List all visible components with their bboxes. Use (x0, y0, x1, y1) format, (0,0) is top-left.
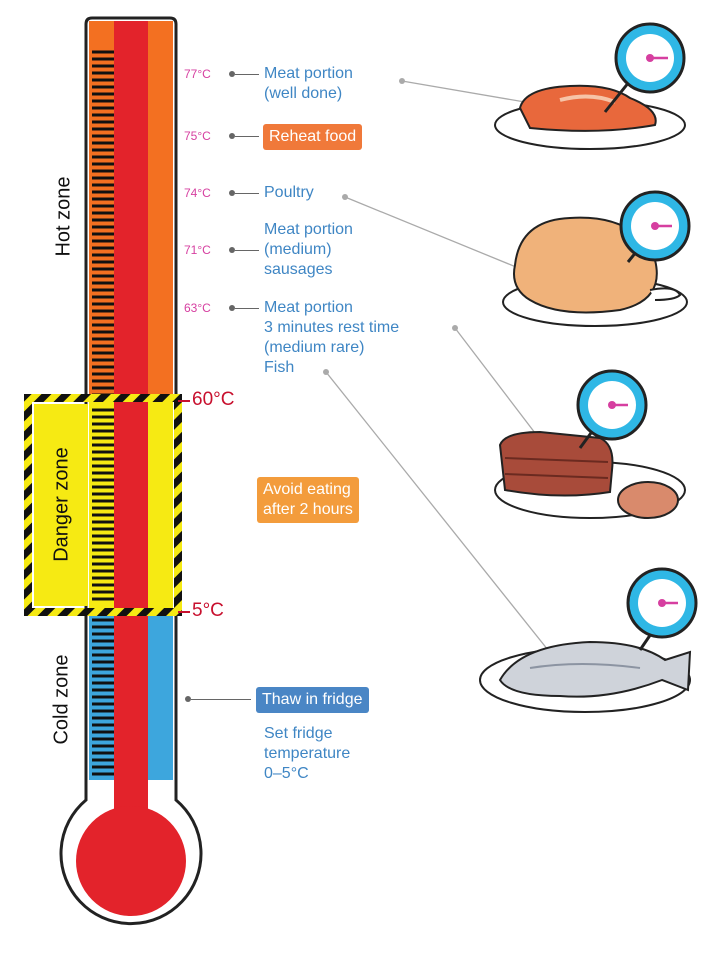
threshold-60: 60°C (192, 389, 235, 410)
label-poultry: Poultry (264, 184, 314, 201)
danger-label-panel (34, 404, 88, 606)
danger-frame (24, 394, 182, 616)
label-meat-rare-2: 3 minutes rest time (264, 319, 400, 336)
label-meat-well-done-2: (well done) (264, 85, 343, 102)
avoid-eating-line-2: after 2 hours (263, 501, 353, 518)
beef-illustration (494, 369, 686, 519)
avoid-eating-line-1: Avoid eating (263, 481, 351, 498)
avoid-eating-note: Avoid eating after 2 hours (257, 477, 359, 523)
temp-75: 75°C (184, 129, 211, 143)
label-meat-medium-1: Meat portion (264, 221, 353, 238)
label-sausages: sausages (264, 261, 333, 278)
leader-fish (325, 371, 549, 651)
hot-ticks (92, 50, 114, 397)
steak-illustration (494, 22, 686, 150)
danger-ticks (92, 408, 114, 601)
hot-zone-label: Hot zone (52, 176, 75, 257)
mercury-column (114, 21, 148, 821)
fridge-line-2: temperature (264, 745, 351, 762)
fridge-line-1: Set fridge (264, 725, 333, 742)
thaw-in-fridge-badge: Thaw in fridge (256, 687, 369, 713)
label-meat-rare-3: (medium rare) (264, 339, 365, 356)
chicken-illustration (502, 190, 691, 327)
label-meat-medium-2: (medium) (264, 241, 332, 258)
cold-ticks (92, 618, 114, 776)
temp-63: 63°C (184, 301, 211, 315)
label-meat-rare-1: Meat portion (264, 299, 353, 316)
cold-zone-label: Cold zone (50, 654, 73, 745)
fridge-line-3: 0–5°C (264, 765, 309, 782)
temp-77: 77°C (184, 67, 211, 81)
label-meat-well-done-1: Meat portion (264, 65, 353, 82)
label-fish: Fish (264, 359, 295, 376)
temp-74: 74°C (184, 186, 211, 200)
leader-beef (454, 327, 549, 451)
temp-71: 71°C (184, 243, 211, 257)
mercury-bulb (76, 806, 186, 916)
reheat-food-badge: Reheat food (263, 124, 363, 150)
threshold-5: 5°C (192, 600, 224, 621)
danger-zone-label: Danger zone (50, 447, 73, 562)
fish-illustration (479, 567, 698, 713)
